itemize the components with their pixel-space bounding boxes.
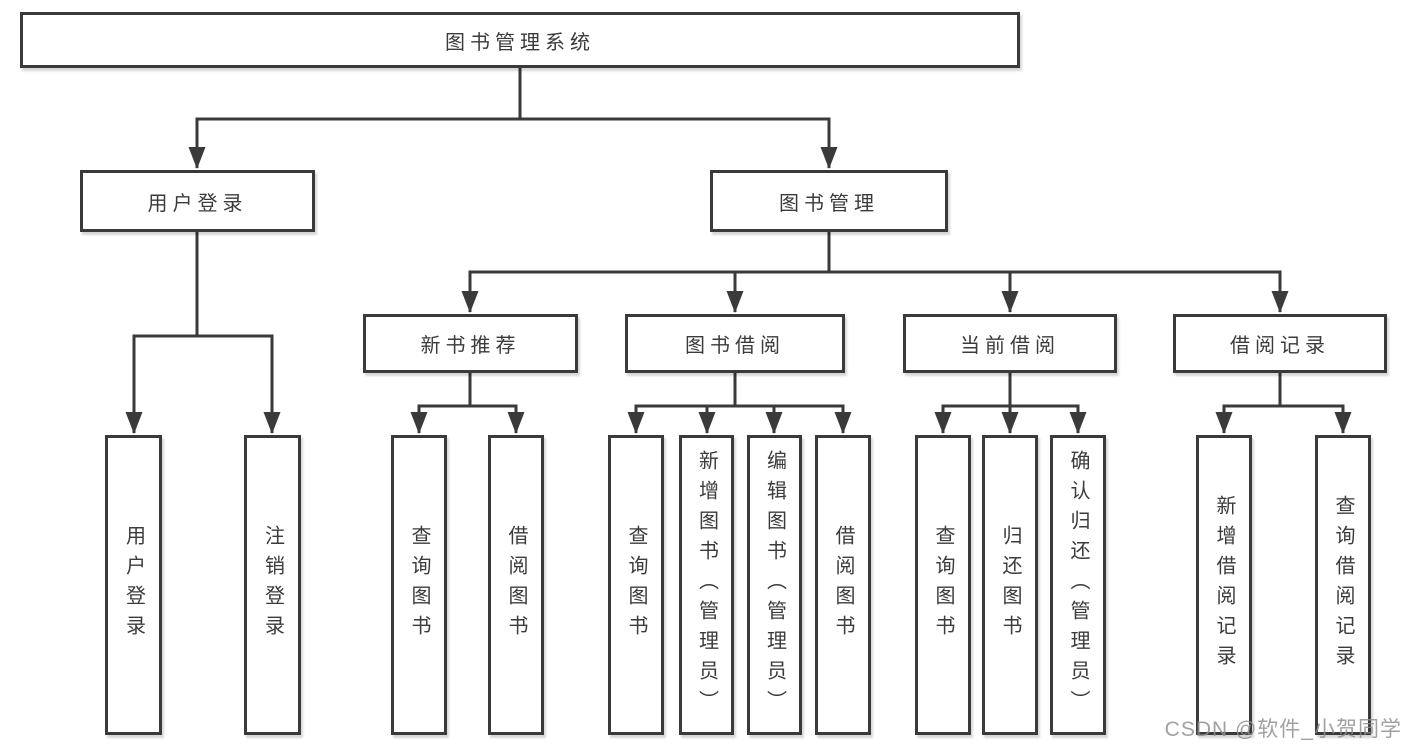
leaf-confirm-return-admin: 确认归还（管理员）	[1050, 435, 1106, 735]
node-label: 新增图书（管理员）	[695, 450, 718, 720]
connector-borrowing-records	[1222, 371, 1345, 408]
leaf-edit-book-admin: 编辑图书（管理员）	[747, 435, 802, 735]
leaf-return-books: 归还图书	[982, 435, 1038, 735]
node-label: 编辑图书（管理员）	[763, 450, 786, 720]
node-user-login: 用户登录	[80, 170, 315, 232]
connector-book-borrowing	[634, 371, 845, 408]
node-label: 查询图书	[625, 525, 647, 645]
leaf-logout: 注销登录	[244, 435, 301, 735]
connector-new-book-recommendation	[417, 371, 518, 408]
node-label: 用户登录	[147, 192, 248, 215]
node-borrowing-records: 借阅记录	[1173, 314, 1387, 373]
node-label: 借阅图书	[505, 525, 527, 645]
node-book-management: 图书管理	[710, 170, 948, 232]
node-book-borrowing: 图书借阅	[625, 314, 845, 373]
node-label: 图书借阅	[685, 335, 785, 357]
leaf-add-borrow-record: 新增借阅记录	[1196, 435, 1252, 735]
node-label: 当前借阅	[960, 335, 1060, 357]
node-label: 注销登录	[261, 525, 284, 645]
leaf-borrow-books-borrow: 借阅图书	[815, 435, 871, 735]
node-new-book-recommendation: 新书推荐	[363, 314, 578, 373]
node-label: 用户登录	[122, 525, 145, 645]
leaf-query-borrow-record: 查询借阅记录	[1315, 435, 1371, 735]
leaf-user-login: 用户登录	[105, 435, 162, 735]
node-label: 确认归还（管理员）	[1067, 450, 1089, 720]
connector-user-login	[132, 230, 274, 338]
node-library-system: 图书管理系统	[20, 12, 1020, 68]
node-label: 归还图书	[999, 525, 1021, 645]
node-label: 新书推荐	[420, 335, 521, 357]
node-label: 借阅图书	[832, 525, 854, 645]
node-current-borrowing: 当前借阅	[903, 314, 1117, 373]
node-label: 查询图书	[932, 525, 954, 645]
connector-root	[195, 66, 831, 121]
node-label: 借阅记录	[1230, 335, 1330, 357]
node-label: 图书管理	[779, 192, 879, 215]
watermark: CSDN @软件_小贺同学	[1164, 718, 1402, 741]
node-label: 查询借阅记录	[1332, 495, 1354, 675]
node-label: 查询图书	[408, 525, 430, 645]
leaf-query-books-current: 查询图书	[915, 435, 971, 735]
node-label: 图书管理系统	[445, 31, 595, 54]
connector-book-management	[468, 230, 1282, 274]
connector-current-borrowing	[941, 371, 1080, 408]
leaf-borrow-books-recommend: 借阅图书	[488, 435, 544, 735]
node-label: 新增借阅记录	[1213, 495, 1235, 675]
leaf-query-books-recommend: 查询图书	[391, 435, 447, 735]
leaf-add-book-admin: 新增图书（管理员）	[679, 435, 734, 735]
leaf-query-books-borrow: 查询图书	[608, 435, 664, 735]
